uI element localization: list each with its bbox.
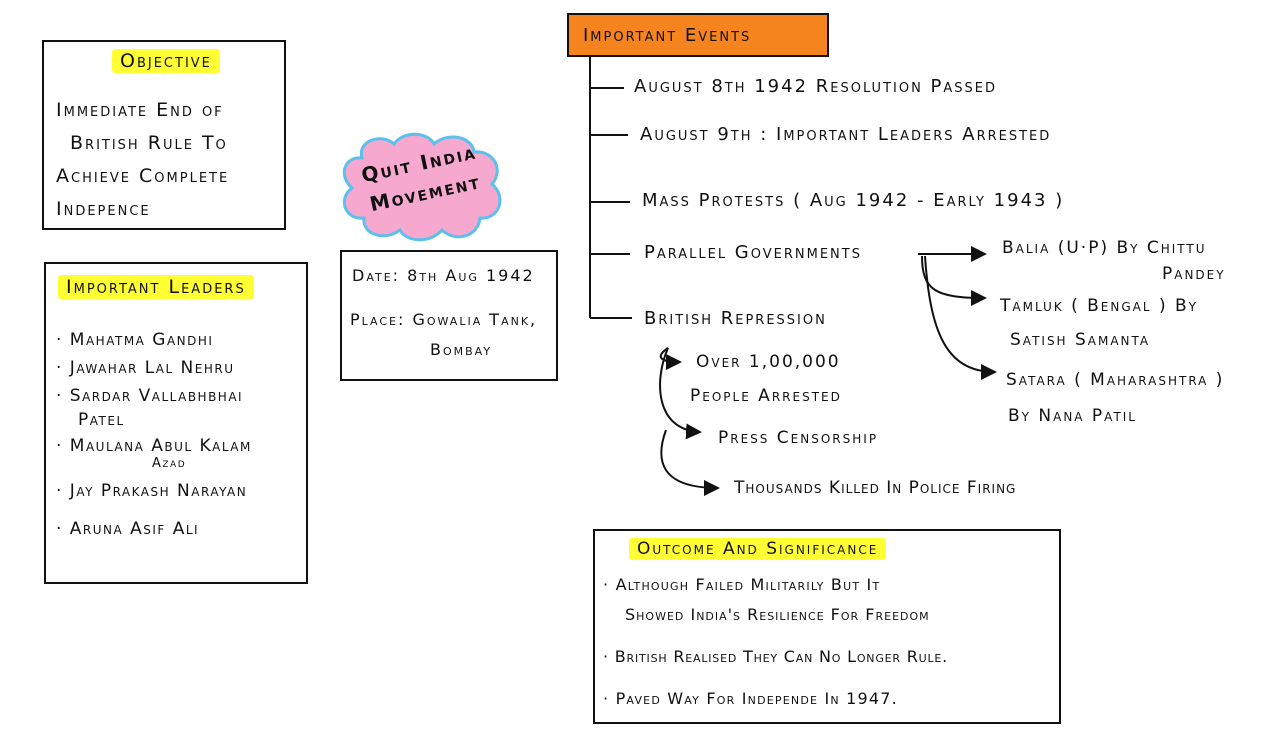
list-item: · Mahatma Gandhi [56, 330, 214, 350]
list-item: Azad [152, 456, 187, 471]
events-header: Important Events [567, 13, 829, 57]
parallel-tamluk: Tamluk ( Bengal ) By [1000, 296, 1198, 316]
list-item: Patel [78, 410, 125, 430]
place-text-2: Bombay [430, 340, 493, 359]
list-item: · Aruna Asif Ali [56, 519, 200, 539]
objective-line: Indepence [56, 198, 151, 220]
objective-line: Immediate End of [56, 99, 224, 121]
parallel-balia: Balia (U·P) By Chittu [1002, 238, 1207, 258]
outcome-line: · Paved Way For Independe In 1947. [603, 689, 898, 708]
outcome-box: Outcome And Significance · Although Fail… [593, 529, 1061, 724]
outcome-line: Showed India's Resilience For Freedom [625, 605, 930, 624]
objective-box: Objective Immediate End of British Rule … [42, 40, 286, 230]
objective-text: Immediate End of British Rule To Achieve… [56, 94, 229, 226]
leaders-box: Important Leaders · Mahatma Gandhi · Jaw… [44, 262, 308, 584]
repression-arrest: Over 1,00,000 [696, 352, 841, 372]
event-item: Mass Protests ( Aug 1942 - Early 1943 ) [642, 190, 1065, 211]
event-item: August 8th 1942 Resolution Passed [634, 76, 997, 97]
outcome-line: · Although Failed Militarily But It [603, 575, 881, 594]
objective-line: Achieve Complete [56, 165, 230, 187]
list-item: · Jay Prakash Narayan [56, 481, 248, 501]
repression-killed: Thousands Killed In Police Firing [734, 478, 1017, 498]
title-cloud [342, 132, 502, 242]
parallel-balia-2: Pandey [1162, 264, 1226, 284]
list-item: · Maulana Abul Kalam [56, 436, 252, 456]
date-text: Date: 8th Aug 1942 [352, 266, 535, 285]
repression-censorship: Press Censorship [718, 428, 879, 448]
repression-arrest-2: People Arrested [690, 386, 842, 406]
parallel-tamluk-2: Satish Samanta [1010, 330, 1151, 350]
parallel-satara: Satara ( Maharashtra ) [1006, 370, 1225, 390]
events-heading: Important Events [583, 25, 752, 46]
date-place-box: Date: 8th Aug 1942 Place: Gowalia Tank, … [340, 250, 558, 381]
place-text: Place: Gowalia Tank, [350, 310, 538, 329]
leaders-heading: Important Leaders [58, 275, 254, 299]
objective-heading: Objective [112, 49, 220, 73]
outcome-heading: Outcome And Significance [629, 538, 887, 560]
list-item: · Sardar Vallabhbhai [56, 386, 244, 406]
list-item: · Jawahar Lal Nehru [56, 358, 235, 378]
objective-line: British Rule To [70, 132, 228, 154]
leaders-list: · Mahatma Gandhi · Jawahar Lal Nehru · S… [56, 330, 252, 539]
parallel-satara-2: By Nana Patil [1008, 406, 1137, 426]
outcome-line: · British Realised They Can No Longer Ru… [603, 647, 949, 666]
event-item: British Repression [644, 308, 827, 329]
event-item: August 9th : Important Leaders Arrested [640, 124, 1052, 145]
event-item: Parallel Governments [644, 242, 862, 263]
